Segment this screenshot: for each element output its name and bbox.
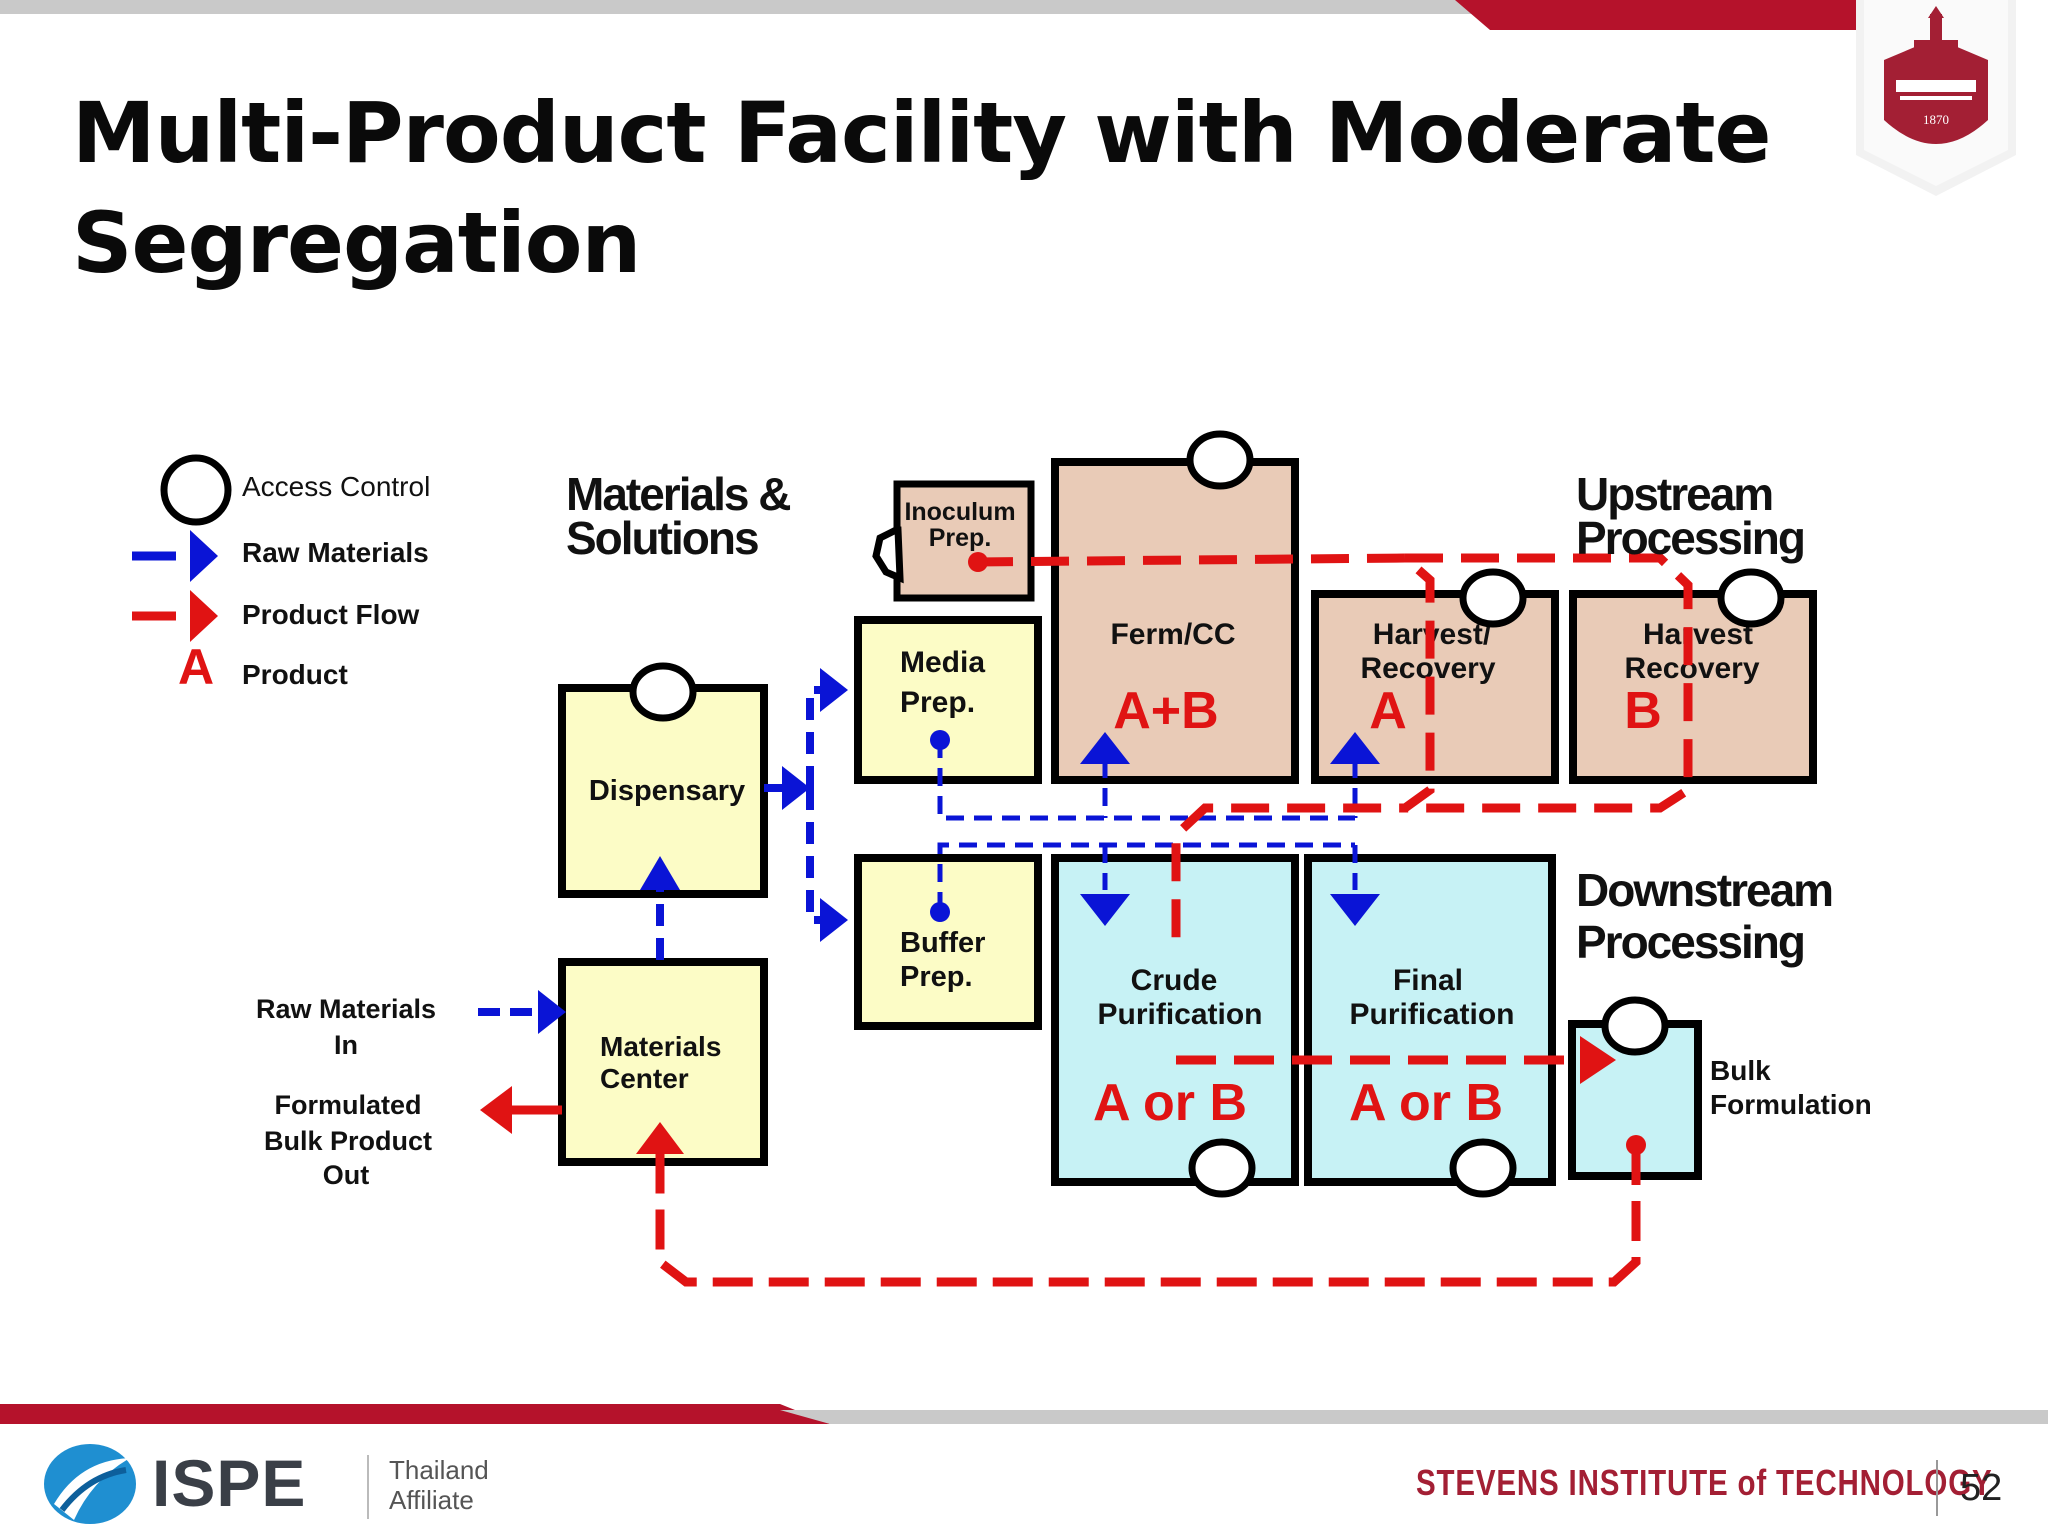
upstream-header-1: Upstream: [1576, 468, 1772, 520]
legend-access-control-icon: [160, 454, 232, 526]
legend: Access Control Raw Materials Product Flo…: [132, 454, 430, 695]
slide-title: Multi-Product Facility with Moderate Seg…: [72, 84, 1772, 292]
affiliate-line-2: Affiliate: [389, 1485, 474, 1515]
crude-label-1: Crude: [1131, 964, 1218, 997]
materials-center-label-1: Materials: [600, 1031, 721, 1062]
final-label-2: Purification: [1349, 998, 1514, 1031]
legend-product-symbol: A: [178, 639, 214, 695]
external-labels: Raw Materials In Formulated Bulk Product…: [256, 994, 1872, 1190]
upstream-header-2: Processing: [1576, 512, 1804, 564]
raw-in-label-2: In: [334, 1030, 358, 1060]
harvest-b-product: B: [1624, 682, 1662, 740]
media-label-2: Prep.: [900, 686, 975, 719]
downstream-header-2: Processing: [1576, 916, 1804, 968]
bulk-out-label-3: Out: [323, 1160, 370, 1190]
stevens-institute-wordmark: STEVENS INSTITUTE of TECHNOLOGY: [1416, 1462, 1993, 1503]
harvest-a-product: A: [1369, 682, 1407, 740]
inoculum-label-2: Prep.: [929, 524, 992, 552]
buffer-label-2: Prep.: [900, 961, 973, 993]
legend-raw-materials-label: Raw Materials: [242, 537, 429, 568]
raw-in-label-1: Raw Materials: [256, 994, 436, 1024]
materials-header-2: Solutions: [566, 512, 758, 564]
crude-label-2: Purification: [1097, 998, 1262, 1031]
buffer-label-1: Buffer: [900, 927, 985, 959]
final-product: A or B: [1349, 1074, 1503, 1132]
legend-access-control-label: Access Control: [242, 471, 430, 502]
room-harvest-b: Harvest Recovery B: [1569, 590, 1817, 784]
access-controls: [629, 430, 1785, 1198]
bulk-formulation-label-1: Bulk: [1710, 1055, 1771, 1086]
bulk-out-label-2: Bulk Product: [264, 1126, 432, 1156]
dispensary-label: Dispensary: [589, 775, 745, 807]
raw-material-flows: [478, 668, 1380, 1034]
affiliate-line-1: Thailand: [389, 1455, 489, 1485]
bottom-band: [0, 1404, 2048, 1424]
page-number: 52: [1936, 1460, 2002, 1516]
top-band: [0, 0, 1860, 30]
downstream-header-1: Downstream: [1576, 864, 1832, 916]
ferm-product: A+B: [1113, 682, 1218, 740]
crude-product: A or B: [1093, 1074, 1247, 1132]
materials-center-label-2: Center: [600, 1063, 689, 1094]
ispe-brand: ISPE: [152, 1446, 307, 1520]
media-label-1: Media: [900, 646, 985, 679]
room-inoculum-prep: Inoculum Prep.: [893, 480, 1035, 602]
legend-product-label: Product: [242, 659, 348, 690]
legend-product-flow-label: Product Flow: [242, 599, 420, 630]
inoculum-label-1: Inoculum: [904, 498, 1015, 526]
room-final-purification: Final Purification A or B: [1304, 854, 1556, 1186]
room-ferm-cc: Ferm/CC A+B: [1051, 458, 1299, 784]
room-media-prep: Media Prep.: [854, 616, 1042, 784]
stevens-seal-logo: 1870: [1856, 0, 2016, 196]
section-headers: Materials & Solutions Upstream Processin…: [566, 468, 1834, 968]
ferm-label: Ferm/CC: [1110, 618, 1235, 651]
affiliate-label: Thailand Affiliate: [367, 1455, 489, 1519]
materials-header-1: Materials &: [566, 468, 790, 520]
bulk-formulation-label-2: Formulation: [1710, 1089, 1872, 1120]
ispe-swirl-logo: [44, 1444, 136, 1524]
svg-text:1870: 1870: [1923, 112, 1949, 127]
final-label-1: Final: [1393, 964, 1463, 997]
product-flows: [480, 552, 1693, 1287]
room-buffer-prep: Buffer Prep.: [854, 854, 1042, 1030]
bulk-out-label-1: Formulated: [274, 1090, 421, 1120]
